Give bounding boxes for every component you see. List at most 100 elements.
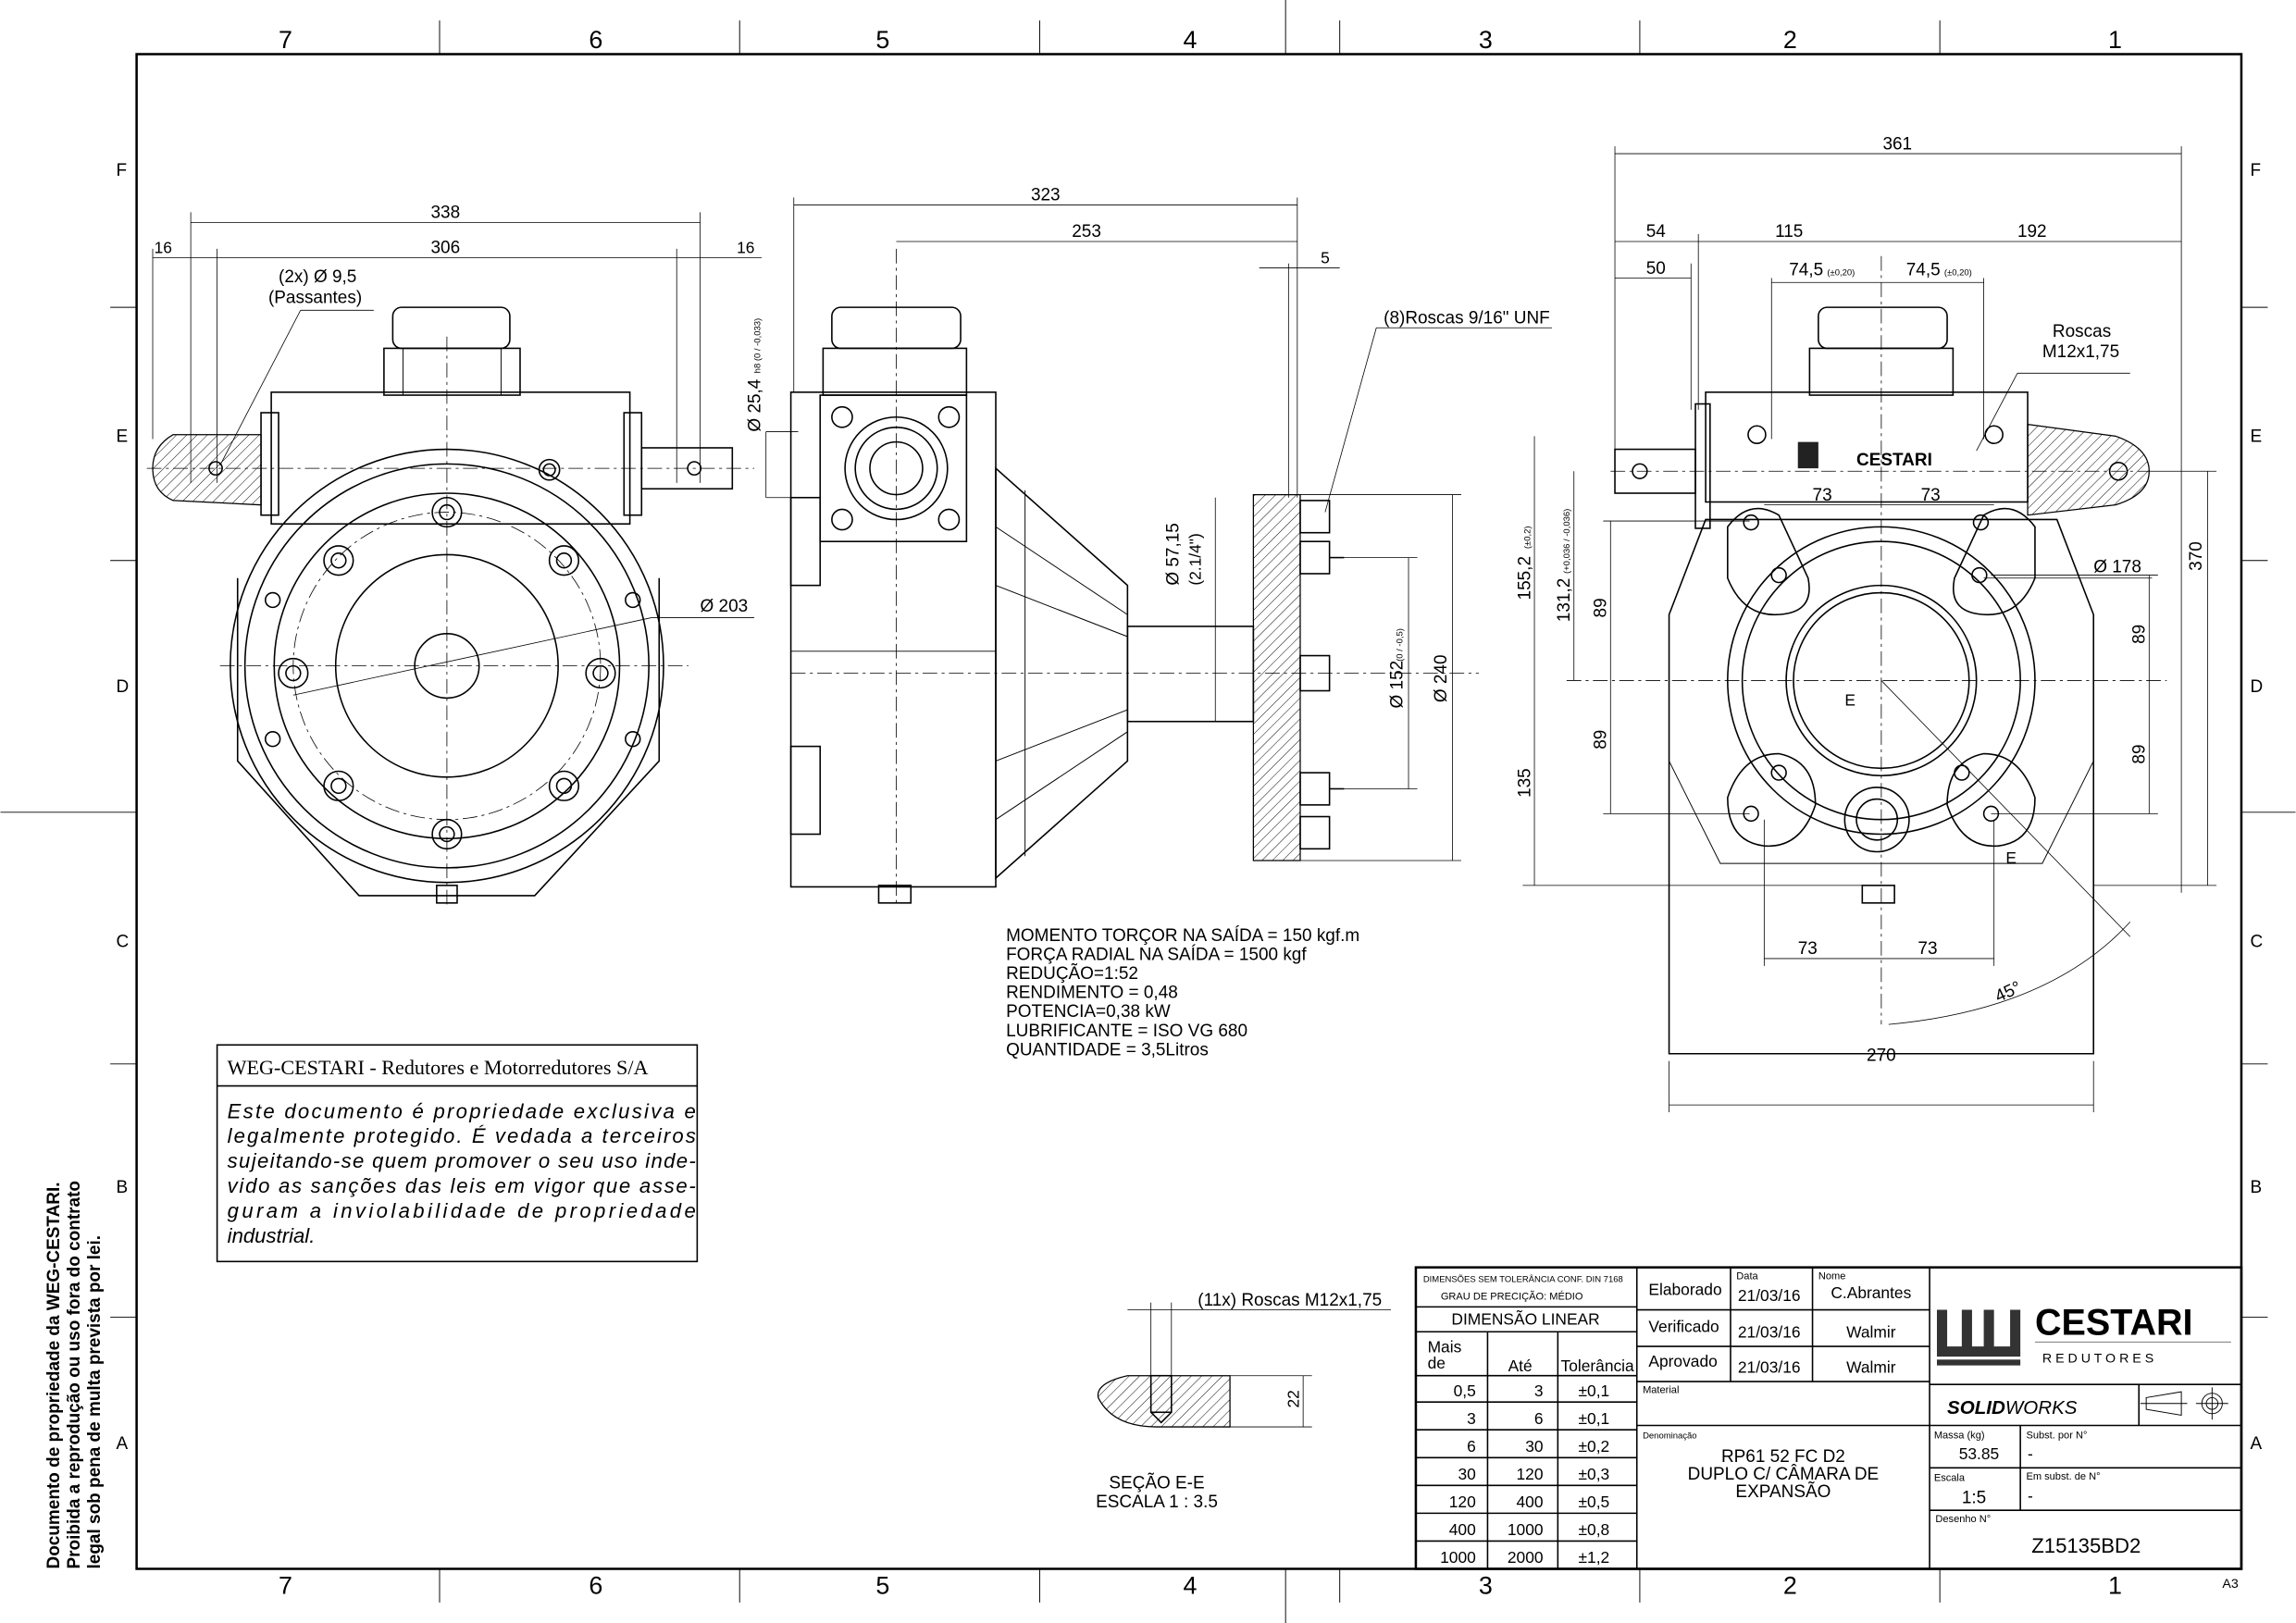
dim-323: 323 bbox=[1031, 186, 1061, 205]
denomination-line: DUPLO C/ CÂMARA DE bbox=[1688, 1464, 1880, 1484]
ownership-line: guram a inviolabilidade de propriedade bbox=[228, 1199, 696, 1222]
holes-label: (2x) Ø 9,5 bbox=[279, 267, 356, 287]
dim-74-right: 74,5 bbox=[1906, 260, 1941, 279]
section-scale: ESCALA 1 : 3.5 bbox=[1096, 1493, 1218, 1512]
dim-shaft-tolerance: h8 (0 / -0,033) bbox=[752, 318, 763, 373]
ownership-box: WEG-CESTARI - Redutores e Motorredutores… bbox=[216, 1044, 699, 1263]
role-label: Aprovado bbox=[1648, 1352, 1717, 1370]
dim-203: Ø 203 bbox=[701, 597, 749, 616]
dim-89: 89 bbox=[2130, 625, 2150, 644]
notice-line: legal sob pena de multa prevista por lei… bbox=[85, 1235, 105, 1569]
tol-to: 3 bbox=[1534, 1381, 1544, 1400]
dim-73: 73 bbox=[1917, 939, 1937, 959]
dim-73: 73 bbox=[1798, 939, 1818, 959]
tol-from: 400 bbox=[1449, 1520, 1476, 1539]
col-from-1: Mais bbox=[1428, 1337, 1462, 1356]
tol-from: 1000 bbox=[1440, 1548, 1476, 1567]
name-label: Nome bbox=[1818, 1270, 1846, 1282]
logo-subtitle: R E D U T O R E S bbox=[2042, 1351, 2153, 1366]
tol-from: 6 bbox=[1467, 1437, 1476, 1456]
tolerance-header-2: GRAU DE PRECIÇÃO: MÉDIO bbox=[1441, 1290, 1583, 1302]
threads-label: (8)Roscas 9/16" UNF bbox=[1384, 309, 1550, 328]
col-to: Até bbox=[1508, 1357, 1533, 1375]
dim-192: 192 bbox=[2017, 222, 2047, 242]
spec-line: RENDIMENTO = 0,48 bbox=[1006, 984, 1178, 1003]
dim-152: Ø 152 bbox=[1388, 661, 1408, 709]
zone-col: 1 bbox=[2108, 26, 2122, 54]
dim-shaft-diameter: Ø 25,4 bbox=[745, 379, 764, 432]
ownership-line: industrial. bbox=[228, 1224, 316, 1247]
zone-row: B bbox=[2250, 1178, 2262, 1197]
approval-date: 21/03/16 bbox=[1738, 1358, 1801, 1377]
zone-col: 7 bbox=[279, 1571, 292, 1599]
weg-cestari-logo: CESTARI R E D U T O R E S bbox=[1936, 1302, 2231, 1366]
ownership-line: Este documento é propriedade exclusiva e bbox=[228, 1099, 696, 1122]
dim-338: 338 bbox=[431, 204, 461, 223]
zone-col: 4 bbox=[1183, 1571, 1197, 1599]
cad-logo-bold: SOLID bbox=[1947, 1397, 2005, 1419]
spec-line: REDUÇÃO=1:52 bbox=[1006, 963, 1138, 984]
ownership-line: sujeitando-se quem promover o seu uso in… bbox=[228, 1149, 696, 1172]
dim-57: Ø 57,15 bbox=[1164, 523, 1184, 586]
approval-name: C.Abrantes bbox=[1831, 1283, 1911, 1302]
zone-col: 3 bbox=[1479, 1571, 1493, 1599]
zone-labels-sides: F E D C B A F E D C B A bbox=[116, 161, 2263, 1454]
logo-brand: CESTARI bbox=[2035, 1302, 2193, 1343]
linear-dimension-label: DIMENSÃO LINEAR bbox=[1451, 1309, 1599, 1328]
zone-row: C bbox=[116, 932, 129, 951]
weg-logo-mark bbox=[1797, 441, 1818, 469]
notice-line: Proibida a reprodução ou uso fora do con… bbox=[65, 1181, 84, 1568]
dim-54: 54 bbox=[1646, 222, 1666, 242]
zone-labels-top: 7 6 5 4 3 2 1 bbox=[279, 26, 2122, 54]
cad-logo-light: WORKS bbox=[2005, 1397, 2078, 1419]
zone-row: B bbox=[116, 1178, 128, 1197]
spec-line: FORÇA RADIAL NA SAÍDA = 1500 kgf bbox=[1006, 946, 1307, 965]
tol-value: ±0,1 bbox=[1578, 1381, 1609, 1400]
denomination-line: EXPANSÃO bbox=[1735, 1481, 1831, 1502]
dim-22: 22 bbox=[1284, 1390, 1302, 1407]
dim-74-right-tol: (±0,20) bbox=[1944, 267, 1972, 278]
subst-of-label: Em subst. de N° bbox=[2026, 1471, 2100, 1482]
zone-row: A bbox=[116, 1434, 128, 1454]
tol-from: 3 bbox=[1467, 1409, 1476, 1428]
dim-131-tol: (+0,036 / -0,036) bbox=[1562, 509, 1572, 574]
role-label: Verificado bbox=[1648, 1317, 1719, 1335]
dim-89: 89 bbox=[1592, 730, 1611, 750]
denomination-label: Denominação bbox=[1643, 1431, 1696, 1442]
dim-74-left-tol: (±0,20) bbox=[1827, 267, 1855, 278]
zone-row: E bbox=[116, 427, 128, 447]
zone-row: D bbox=[2250, 677, 2263, 697]
section-e-e: (11x) Roscas M12x1,75 22 SEÇÃO E-E ESCAL… bbox=[1096, 1291, 1392, 1512]
subst-of-value: - bbox=[2028, 1487, 2033, 1505]
dim-155-tol: (±0,2) bbox=[1522, 526, 1533, 549]
tol-value: ±0,3 bbox=[1578, 1465, 1609, 1483]
spec-line: POTENCIA=0,38 kW bbox=[1006, 1002, 1171, 1022]
zone-row: F bbox=[2250, 161, 2261, 180]
zone-col: 4 bbox=[1183, 26, 1197, 54]
section-mark: E bbox=[2005, 849, 2017, 867]
zone-col: 6 bbox=[589, 1571, 602, 1599]
spec-line: QUANTIDADE = 3,5Litros bbox=[1006, 1040, 1209, 1059]
title-block: DIMENSÕES SEM TOLERÂNCIA CONF. DIN 7168 … bbox=[1414, 1266, 2243, 1570]
dim-155: 155,2 bbox=[1515, 556, 1534, 600]
tol-from: 30 bbox=[1458, 1465, 1475, 1483]
col-from-2: de bbox=[1428, 1354, 1446, 1372]
tol-from: 120 bbox=[1449, 1493, 1476, 1511]
threads-label-2: M12x1,75 bbox=[2042, 342, 2119, 362]
dim-57-inch: (2.1/4") bbox=[1185, 533, 1204, 585]
side-view: 323 253 5 (8)Roscas 9/16" UNF Ø 25,4 h8 … bbox=[745, 186, 1553, 908]
dim-370: 370 bbox=[2187, 541, 2206, 571]
tolerance-header-1: DIMENSÕES SEM TOLERÂNCIA CONF. DIN 7168 bbox=[1423, 1274, 1623, 1284]
tol-to: 6 bbox=[1534, 1409, 1544, 1428]
ownership-notice-vertical: Documento de propriedade da WEG-CESTARI.… bbox=[44, 1181, 105, 1568]
tol-to: 2000 bbox=[1508, 1548, 1544, 1567]
cad-logo: SOLIDWORKS bbox=[1947, 1397, 2078, 1419]
dim-73: 73 bbox=[1921, 486, 1941, 505]
tol-value: ±0,5 bbox=[1578, 1493, 1609, 1511]
tol-value: ±0,1 bbox=[1578, 1409, 1609, 1428]
dim-89: 89 bbox=[1592, 598, 1611, 617]
dim-5: 5 bbox=[1321, 249, 1330, 267]
dim-115: 115 bbox=[1775, 222, 1803, 242]
